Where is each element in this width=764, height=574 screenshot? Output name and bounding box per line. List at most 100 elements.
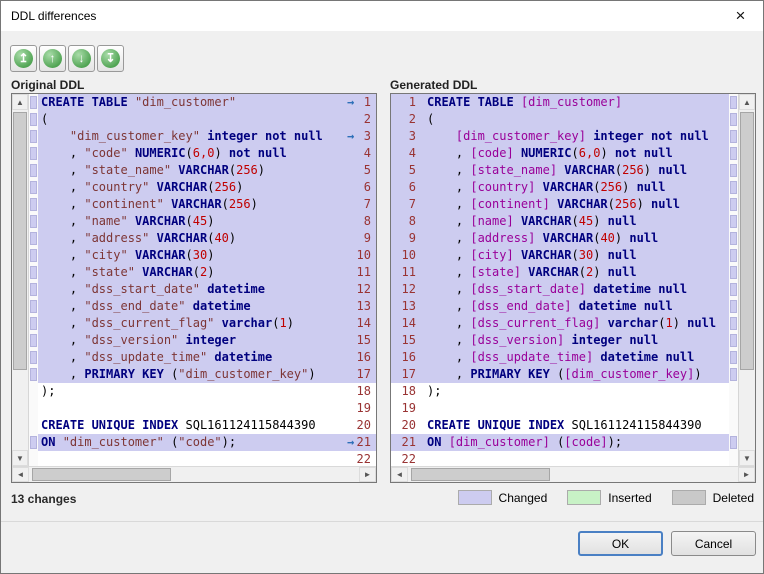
code-line[interactable]: ON [dim_customer] ([code]); bbox=[421, 434, 729, 451]
code-line[interactable]: , PRIMARY KEY ([dim_customer_key]) bbox=[421, 366, 729, 383]
overview-change-mark[interactable] bbox=[730, 317, 737, 330]
code-line[interactable]: , [state] VARCHAR(2) null bbox=[421, 264, 729, 281]
overview-change-mark[interactable] bbox=[730, 232, 737, 245]
code-line[interactable]: ( bbox=[38, 111, 346, 128]
code-line[interactable]: "dim_customer_key" integer not null bbox=[38, 128, 346, 145]
overview-change-mark[interactable] bbox=[730, 147, 737, 160]
code-line[interactable]: , [name] VARCHAR(45) null bbox=[421, 213, 729, 230]
overview-change-mark[interactable] bbox=[30, 283, 37, 296]
overview-change-mark[interactable] bbox=[30, 181, 37, 194]
code-line[interactable]: , "dss_end_date" datetime bbox=[38, 298, 346, 315]
left-hscroll-thumb[interactable] bbox=[32, 468, 171, 481]
overview-change-mark[interactable] bbox=[30, 249, 37, 262]
overview-change-mark[interactable] bbox=[30, 215, 37, 228]
overview-change-mark[interactable] bbox=[730, 164, 737, 177]
code-line[interactable]: , "country" VARCHAR(256) bbox=[38, 179, 346, 196]
code-line[interactable]: , "dss_update_time" datetime bbox=[38, 349, 346, 366]
left-hscroll-track[interactable] bbox=[29, 467, 359, 482]
overview-change-mark[interactable] bbox=[730, 300, 737, 313]
code-line[interactable] bbox=[421, 400, 729, 417]
code-line[interactable]: , "dss_current_flag" varchar(1) bbox=[38, 315, 346, 332]
overview-change-mark[interactable] bbox=[730, 436, 737, 449]
left-horizontal-scrollbar[interactable]: ◄ ► bbox=[12, 466, 376, 482]
code-line[interactable]: , [dss_current_flag] varchar(1) null bbox=[421, 315, 729, 332]
overview-change-mark[interactable] bbox=[730, 96, 737, 109]
scroll-down-icon[interactable]: ▼ bbox=[739, 450, 755, 466]
code-line[interactable]: , "code" NUMERIC(6,0) not null bbox=[38, 145, 346, 162]
code-line[interactable]: CREATE UNIQUE INDEX SQL161124115844390 bbox=[38, 417, 346, 434]
overview-change-mark[interactable] bbox=[730, 215, 737, 228]
overview-change-mark[interactable] bbox=[30, 198, 37, 211]
cancel-button[interactable]: Cancel bbox=[671, 531, 756, 556]
next-difference-button[interactable]: ↓ bbox=[68, 45, 95, 72]
code-line[interactable]: , PRIMARY KEY ("dim_customer_key") bbox=[38, 366, 346, 383]
code-line[interactable]: , "state" VARCHAR(2) bbox=[38, 264, 346, 281]
code-line[interactable]: ); bbox=[421, 383, 729, 400]
code-line[interactable]: , [state_name] VARCHAR(256) null bbox=[421, 162, 729, 179]
right-vscroll-thumb[interactable] bbox=[740, 112, 754, 371]
code-line[interactable]: CREATE UNIQUE INDEX SQL161124115844390 bbox=[421, 417, 729, 434]
close-icon[interactable]: × bbox=[735, 6, 746, 25]
overview-change-mark[interactable] bbox=[730, 130, 737, 143]
overview-change-mark[interactable] bbox=[730, 266, 737, 279]
code-line[interactable]: , "dss_start_date" datetime bbox=[38, 281, 346, 298]
code-line[interactable]: , [code] NUMERIC(6,0) not null bbox=[421, 145, 729, 162]
overview-change-mark[interactable] bbox=[30, 232, 37, 245]
scroll-left-icon[interactable]: ◄ bbox=[12, 467, 29, 482]
left-vscroll-thumb[interactable] bbox=[13, 112, 27, 371]
overview-change-mark[interactable] bbox=[30, 317, 37, 330]
code-line[interactable]: , [dss_version] integer null bbox=[421, 332, 729, 349]
code-line[interactable]: , [continent] VARCHAR(256) null bbox=[421, 196, 729, 213]
title-bar[interactable]: DDL differences × bbox=[1, 1, 763, 31]
code-line[interactable]: , "address" VARCHAR(40) bbox=[38, 230, 346, 247]
overview-change-mark[interactable] bbox=[730, 249, 737, 262]
overview-change-mark[interactable] bbox=[730, 334, 737, 347]
code-line[interactable] bbox=[421, 451, 729, 466]
code-line[interactable]: , "city" VARCHAR(30) bbox=[38, 247, 346, 264]
scroll-up-icon[interactable]: ▲ bbox=[12, 94, 28, 110]
code-line[interactable]: CREATE TABLE "dim_customer" bbox=[38, 94, 346, 111]
overview-change-mark[interactable] bbox=[730, 113, 737, 126]
overview-change-mark[interactable] bbox=[730, 351, 737, 364]
overview-change-mark[interactable] bbox=[730, 368, 737, 381]
previous-difference-button[interactable]: ↑ bbox=[39, 45, 66, 72]
overview-change-mark[interactable] bbox=[30, 113, 37, 126]
right-hscroll-track[interactable] bbox=[408, 467, 738, 482]
overview-change-mark[interactable] bbox=[30, 334, 37, 347]
code-line[interactable]: ( bbox=[421, 111, 729, 128]
scroll-down-icon[interactable]: ▼ bbox=[12, 450, 28, 466]
code-line[interactable]: , [dss_end_date] datetime null bbox=[421, 298, 729, 315]
left-vscroll-track[interactable] bbox=[12, 110, 28, 450]
code-line[interactable]: [dim_customer_key] integer not null bbox=[421, 128, 729, 145]
scroll-up-icon[interactable]: ▲ bbox=[739, 94, 755, 110]
code-line[interactable]: , "name" VARCHAR(45) bbox=[38, 213, 346, 230]
code-line[interactable]: , [country] VARCHAR(256) null bbox=[421, 179, 729, 196]
overview-change-mark[interactable] bbox=[30, 266, 37, 279]
right-vertical-scrollbar[interactable]: ▲ ▼ bbox=[738, 94, 755, 466]
scroll-right-icon[interactable]: ► bbox=[738, 467, 755, 482]
code-line[interactable]: ON "dim_customer" ("code"); bbox=[38, 434, 346, 451]
last-difference-button[interactable]: ↧ bbox=[97, 45, 124, 72]
overview-change-mark[interactable] bbox=[30, 96, 37, 109]
scroll-right-icon[interactable]: ► bbox=[359, 467, 376, 482]
code-line[interactable]: , [dss_start_date] datetime null bbox=[421, 281, 729, 298]
overview-change-mark[interactable] bbox=[730, 181, 737, 194]
overview-change-mark[interactable] bbox=[30, 147, 37, 160]
code-line[interactable]: , [city] VARCHAR(30) null bbox=[421, 247, 729, 264]
overview-change-mark[interactable] bbox=[30, 300, 37, 313]
overview-change-mark[interactable] bbox=[30, 164, 37, 177]
code-line[interactable] bbox=[38, 400, 346, 417]
scroll-left-icon[interactable]: ◄ bbox=[391, 467, 408, 482]
right-hscroll-thumb[interactable] bbox=[411, 468, 550, 481]
first-difference-button[interactable]: ↥ bbox=[10, 45, 37, 72]
code-line[interactable]: , "state_name" VARCHAR(256) bbox=[38, 162, 346, 179]
overview-change-mark[interactable] bbox=[730, 283, 737, 296]
right-horizontal-scrollbar[interactable]: ◄ ► bbox=[391, 466, 755, 482]
overview-change-mark[interactable] bbox=[30, 368, 37, 381]
ok-button[interactable]: OK bbox=[578, 531, 663, 556]
code-line[interactable]: , [dss_update_time] datetime null bbox=[421, 349, 729, 366]
code-line[interactable]: , "dss_version" integer bbox=[38, 332, 346, 349]
overview-change-mark[interactable] bbox=[30, 351, 37, 364]
code-line[interactable] bbox=[38, 451, 346, 466]
overview-change-mark[interactable] bbox=[730, 198, 737, 211]
